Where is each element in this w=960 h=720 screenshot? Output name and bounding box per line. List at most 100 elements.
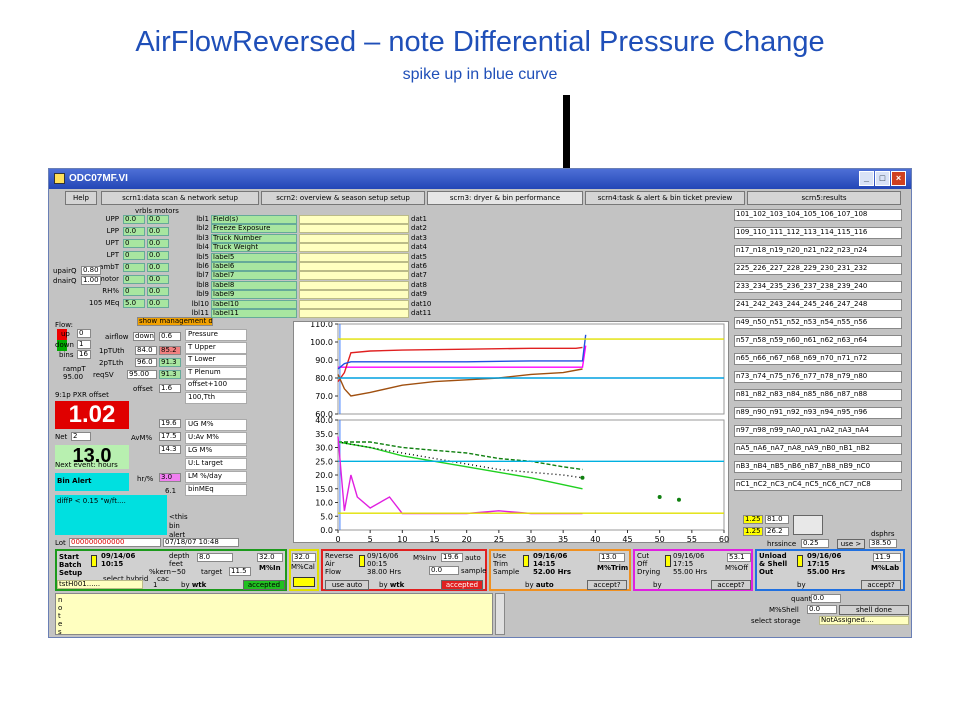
trim-accept-button[interactable]: accept?	[587, 580, 627, 590]
bin-id-row[interactable]: n81_n82_n83_n84_n85_n86_n87_n88	[734, 389, 902, 401]
lbl-value-field[interactable]: label9	[211, 290, 297, 300]
down-field[interactable]: 1	[77, 340, 91, 349]
reqsv-field[interactable]: 95.00	[127, 370, 157, 379]
depth-field[interactable]: 8.0	[197, 553, 233, 562]
lbl-value-field[interactable]: Freeze Exposure	[211, 224, 297, 234]
tab-scrn4[interactable]: scrn4:task & alert & bin ticket preview	[585, 191, 745, 205]
quant-field[interactable]: 0.0	[811, 594, 841, 603]
moff-field[interactable]: 53.1	[727, 553, 751, 562]
hr-field[interactable]: 3.0	[159, 473, 181, 482]
lbl-value-field[interactable]: label11	[211, 309, 297, 318]
r1b-field[interactable]: 81.0	[765, 515, 789, 524]
lbl-value-field[interactable]: Field(s)	[211, 215, 297, 224]
r2b-field[interactable]: 26.2	[765, 527, 789, 536]
minv-field[interactable]: 19.6	[441, 553, 463, 562]
bin-id-row[interactable]: 225_226_227_228_229_230_231_232	[734, 263, 902, 275]
tst-field[interactable]: tstH001......	[57, 580, 143, 589]
storage-select[interactable]: NotAssigned....	[819, 616, 909, 625]
dat-field[interactable]	[299, 233, 409, 243]
vrbl-field-a[interactable]: 0.0	[123, 227, 145, 236]
mlab-field[interactable]: 11.9	[873, 553, 901, 562]
vrbl-field-a[interactable]: 0.0	[123, 215, 145, 224]
vrbl-field-b[interactable]: 0.0	[147, 275, 169, 284]
bins-field[interactable]: 16	[77, 350, 91, 359]
upairq-field[interactable]: 0.80	[81, 266, 101, 275]
lbl-value-field[interactable]: label5	[211, 252, 297, 262]
dnairq-field[interactable]: 1.00	[81, 276, 101, 285]
vrbl-field-b[interactable]: 0.0	[147, 299, 169, 308]
net-field[interactable]: 2	[71, 432, 91, 441]
bin-id-row[interactable]: n17_n18_n19_n20_n21_n22_n23_n24	[734, 245, 902, 257]
tab-scrn5[interactable]: scrn5:results	[747, 191, 901, 205]
unload-accept-button[interactable]: accept?	[861, 580, 901, 590]
vrbl-field-b[interactable]: 0.0	[147, 239, 169, 248]
dat-field[interactable]	[299, 252, 409, 262]
dat-field[interactable]	[299, 299, 409, 309]
target-field[interactable]: 11.5	[229, 567, 251, 576]
minimize-icon[interactable]: _	[859, 171, 874, 186]
dat-field[interactable]	[299, 243, 409, 253]
tpt1-field[interactable]: 84.0	[135, 346, 157, 355]
vrbl-field-b[interactable]: 0.0	[147, 215, 169, 224]
bin-id-row[interactable]: 241_242_243_244_245_246_247_248	[734, 299, 902, 311]
notes-textarea[interactable]: notes	[55, 593, 493, 636]
bin-id-row[interactable]: n57_n58_n59_n60_n61_n62_n63_n64	[734, 335, 902, 347]
tpt2-field[interactable]: 96.0	[135, 358, 157, 367]
use-value-field[interactable]: 38.50	[869, 539, 897, 548]
dat-field[interactable]	[299, 280, 409, 290]
bin-id-row[interactable]: n89_n90_n91_n92_n93_n94_n95_n96	[734, 407, 902, 419]
dat-field[interactable]	[299, 262, 409, 271]
show-management-button[interactable]: show management data	[137, 317, 213, 326]
lbl-value-field[interactable]: Truck Weight	[211, 243, 297, 253]
mcal-field[interactable]: 32.0	[292, 553, 316, 562]
lot-date-field[interactable]: 07/18/07 10:48	[163, 538, 239, 547]
lbl-value-field[interactable]: label7	[211, 271, 297, 281]
tpt1b-field[interactable]: 85.2	[159, 346, 181, 355]
bin-id-row[interactable]: n65_n66_n67_n68_n69_n70_n71_n72	[734, 353, 902, 365]
tab-scrn3[interactable]: scrn3: dryer & bin performance	[427, 191, 583, 205]
tab-scrn1[interactable]: scrn1:data scan & network setup	[101, 191, 259, 205]
start-toggle-icon[interactable]	[91, 555, 97, 567]
r2-field[interactable]: 1.25	[743, 527, 763, 536]
dat-field[interactable]	[299, 290, 409, 300]
bin-id-row[interactable]: n97_n98_n99_nA0_nA1_nA2_nA3_nA4	[734, 425, 902, 437]
tpt2b-field[interactable]: 91.3	[159, 358, 181, 367]
help-button[interactable]: Help	[65, 191, 97, 205]
vrbl-field-a[interactable]: 0	[123, 251, 145, 260]
cutoff-accept-button[interactable]: accept?	[711, 580, 751, 590]
vrbl-field-a[interactable]: 0	[123, 239, 145, 248]
use-auto-button[interactable]: use auto	[325, 580, 369, 590]
dat-field[interactable]	[299, 271, 409, 281]
vrbl-field-b[interactable]: 0.0	[147, 251, 169, 260]
chart-tools-icon[interactable]	[793, 515, 823, 535]
maximize-icon[interactable]: □	[875, 171, 890, 186]
vrbl-field-b[interactable]: 0.0	[147, 287, 169, 296]
vrbl-field-a[interactable]: 0	[123, 287, 145, 296]
use-button[interactable]: use >	[837, 539, 865, 549]
lbl-value-field[interactable]: label6	[211, 262, 297, 271]
dat-field[interactable]	[299, 309, 409, 318]
tab-scrn2[interactable]: scrn2: overview & season setup setup	[261, 191, 425, 205]
bin-id-row[interactable]: 101_102_103_104_105_106_107_108	[734, 209, 902, 221]
unload-toggle-icon[interactable]	[797, 555, 803, 567]
bin-id-row[interactable]: n49_n50_n51_n52_n53_n54_n55_n56	[734, 317, 902, 329]
reverse-accepted-button[interactable]: accepted	[441, 580, 483, 590]
lg-field[interactable]: 14.3	[159, 445, 181, 454]
reqsvb-field[interactable]: 91.3	[159, 370, 181, 379]
lbl-value-field[interactable]: label8	[211, 280, 297, 290]
lbl-value-field[interactable]: label10	[211, 299, 297, 309]
vrbl-field-b[interactable]: 0.0	[147, 263, 169, 272]
bin-id-row[interactable]: nA5_nA6_nA7_nA8_nA9_nB0_nB1_nB2	[734, 443, 902, 455]
airflow-num-field[interactable]: 0.6	[159, 332, 181, 341]
shell-done-button[interactable]: shell done	[839, 605, 909, 615]
vrbl-field-a[interactable]: 0	[123, 275, 145, 284]
vrbl-field-a[interactable]: 5.0	[123, 299, 145, 308]
trim-toggle-icon[interactable]	[523, 555, 529, 567]
reverse-toggle-icon[interactable]	[359, 555, 365, 567]
lbl-value-field[interactable]: Truck Number	[211, 233, 297, 243]
vrbl-field-a[interactable]: 0	[123, 263, 145, 272]
notes-scrollbar[interactable]	[495, 593, 505, 635]
close-icon[interactable]: ×	[891, 171, 906, 186]
bin-id-row[interactable]: nC1_nC2_nC3_nC4_nC5_nC6_nC7_nC8	[734, 479, 902, 491]
sample-field[interactable]: 0.0	[429, 566, 459, 575]
